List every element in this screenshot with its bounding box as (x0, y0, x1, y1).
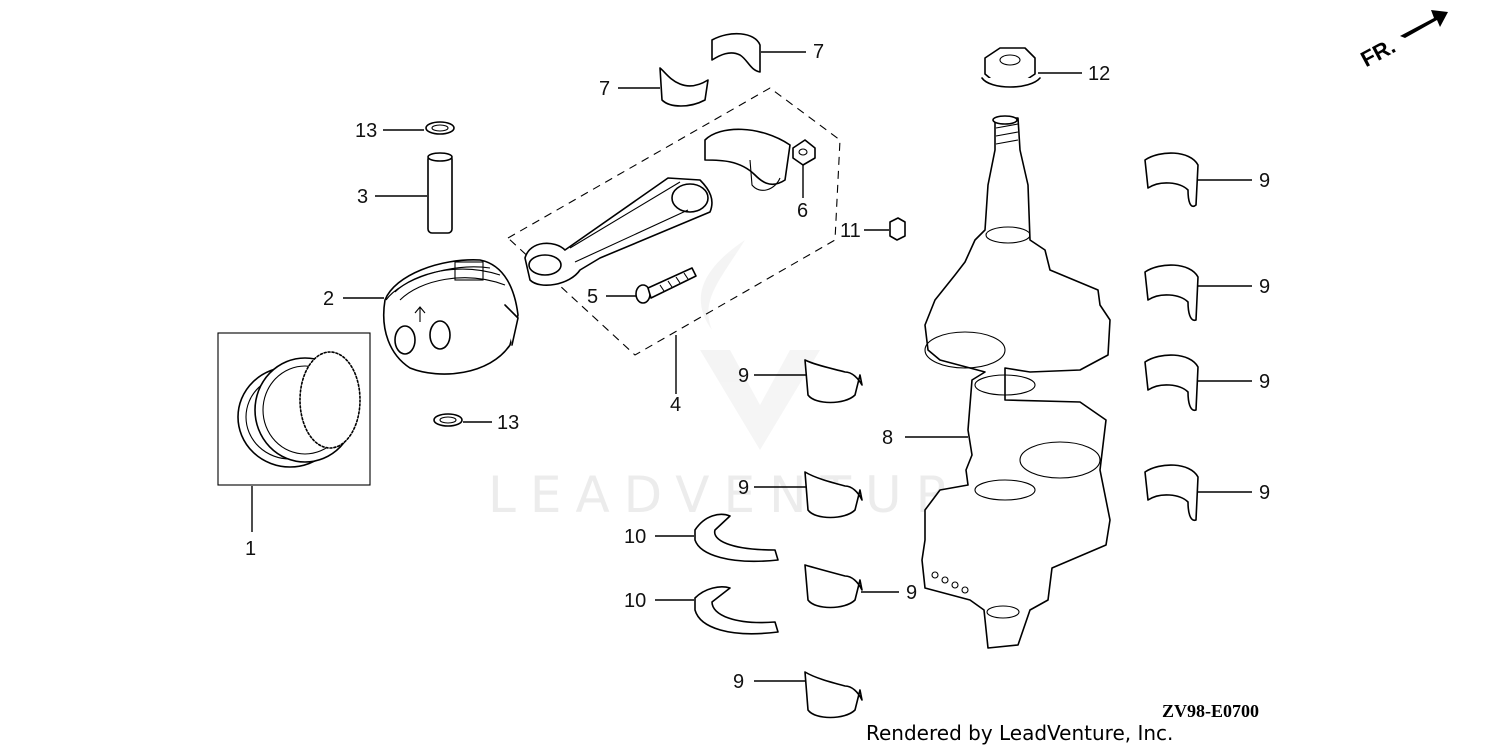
callout-6: 6 (797, 200, 808, 222)
callout-13-b: 13 (497, 412, 519, 434)
front-label: FR. (1356, 33, 1399, 72)
woodruff-key[interactable] (889, 217, 906, 241)
main-bearing-4[interactable] (804, 671, 863, 719)
callout-9-c: 9 (906, 582, 917, 604)
callout-9-g: 9 (1259, 371, 1270, 393)
crankshaft-flange-nut[interactable] (981, 47, 1041, 88)
thrust-washer-2[interactable] (694, 586, 779, 635)
connecting-rod-assembly[interactable] (507, 87, 841, 356)
callout-9-h: 9 (1259, 482, 1270, 504)
callout-7-lower: 7 (599, 78, 610, 100)
connecting-rod-nut[interactable] (792, 139, 816, 166)
callout-13-a: 13 (355, 120, 377, 142)
callout-3: 3 (357, 186, 368, 208)
watermark-text: LEADVENTURE (488, 466, 1010, 524)
callout-9-d: 9 (733, 671, 744, 693)
main-bearing-8[interactable] (1144, 464, 1199, 522)
callout-9-e: 9 (1259, 170, 1270, 192)
main-bearing-7[interactable] (1144, 354, 1199, 412)
rod-bearing-upper[interactable] (711, 32, 761, 73)
callout-4: 4 (670, 394, 681, 416)
callout-1: 1 (245, 538, 256, 560)
render-credit: Rendered by LeadVenture, Inc. (866, 721, 1173, 745)
main-bearing-6[interactable] (1144, 264, 1199, 322)
callout-5: 5 (587, 286, 598, 308)
main-bearing-5[interactable] (1144, 152, 1199, 208)
rod-bearing-lower[interactable] (659, 67, 709, 107)
callout-2: 2 (323, 288, 334, 310)
callout-9-a: 9 (738, 365, 749, 387)
connecting-rod-bolt[interactable] (635, 267, 697, 304)
piston-pin-clip-top[interactable] (425, 121, 455, 135)
callout-8: 8 (882, 427, 893, 449)
main-bearing-1[interactable] (804, 359, 863, 404)
thrust-washer-1[interactable] (694, 513, 779, 563)
piston-pin-clip-bottom[interactable] (433, 413, 463, 427)
callout-7-upper: 7 (813, 41, 824, 63)
callout-9-b: 9 (738, 477, 749, 499)
callout-10-b: 10 (624, 590, 646, 612)
piston-pin[interactable] (427, 152, 453, 234)
callout-10-a: 10 (624, 526, 646, 548)
callout-9-f: 9 (1259, 276, 1270, 298)
callout-12: 12 (1088, 63, 1110, 85)
watermark-logo (700, 240, 820, 450)
diagram-code: ZV98-E0700 (1162, 701, 1259, 721)
piston-ring-set[interactable] (217, 332, 371, 486)
piston[interactable] (382, 259, 519, 375)
main-bearing-2[interactable] (804, 471, 863, 519)
main-bearing-3[interactable] (804, 564, 863, 609)
front-arrow-icon: FR. (1356, 10, 1448, 72)
callout-11: 11 (840, 220, 861, 242)
crankshaft[interactable] (921, 115, 1111, 649)
